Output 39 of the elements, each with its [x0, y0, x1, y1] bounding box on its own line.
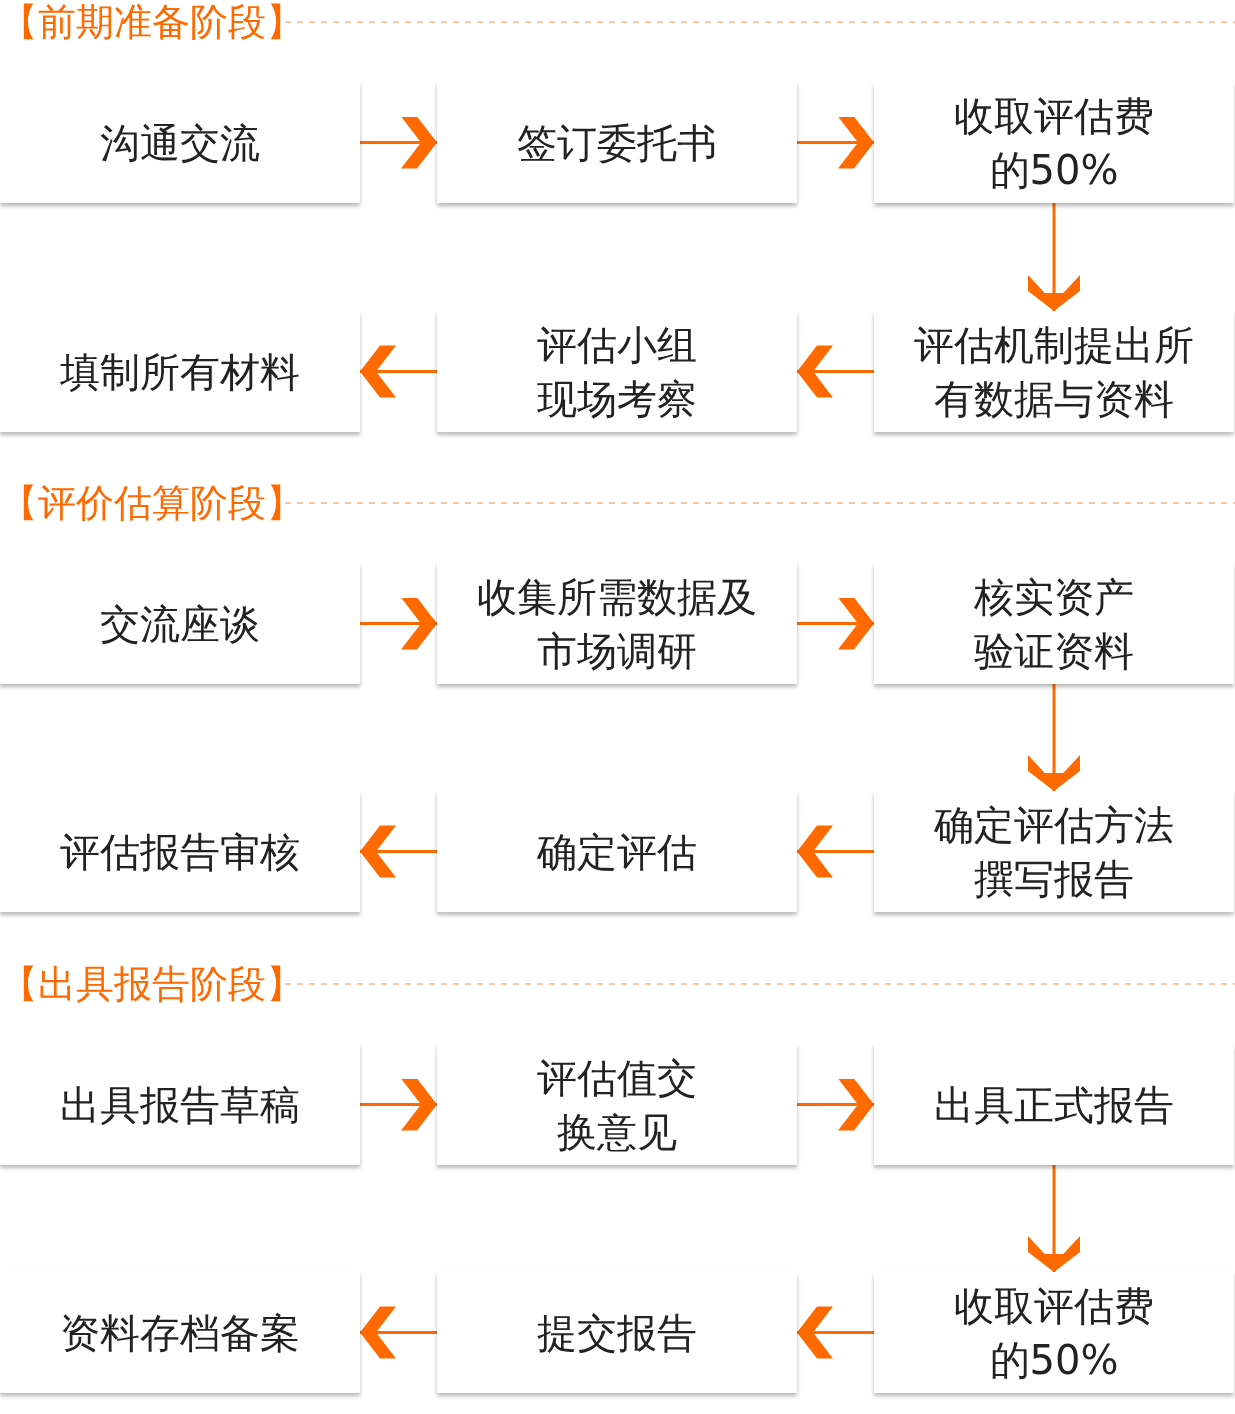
- step-text: 资料存档备案: [60, 1308, 300, 1358]
- phase-heading: 【出具报告阶段】: [0, 962, 304, 1006]
- process-box: [874, 1044, 1234, 1165]
- step-text: 收取评估费的50%: [953, 1281, 1155, 1385]
- process-box: [874, 311, 1234, 432]
- step-text: 收取评估费的50%: [953, 91, 1155, 195]
- step-text: 交流座谈: [100, 599, 260, 649]
- step-text: 填制所有材料: [60, 347, 300, 397]
- process-box: [874, 791, 1234, 912]
- phase-heading: 【前期准备阶段】: [0, 0, 304, 44]
- process-box: [874, 563, 1234, 684]
- process-box: [0, 791, 360, 912]
- process-box: [0, 311, 360, 432]
- step-text: 签订委托书: [517, 118, 717, 168]
- process-box: [874, 82, 1234, 203]
- process-box: [0, 563, 360, 684]
- process-box: [0, 1044, 360, 1165]
- step-text: 核实资产验证资料: [973, 572, 1135, 676]
- process-box: [437, 1044, 797, 1165]
- step-text: 评估小组现场考察: [536, 320, 698, 424]
- step-text: 确定评估方法撰写报告: [933, 800, 1175, 904]
- step-text: 出具报告草稿: [60, 1080, 300, 1130]
- step-text: 评估值交换意见: [536, 1053, 698, 1157]
- step-text: 收集所需数据及市场调研: [476, 572, 758, 676]
- process-box: [437, 791, 797, 912]
- process-box: [0, 82, 360, 203]
- step-text: 出具正式报告: [934, 1080, 1174, 1130]
- process-box: [437, 563, 797, 684]
- step-text: 评估机制提出所有数据与资料: [913, 320, 1195, 424]
- process-box: [437, 1272, 797, 1393]
- phase-heading: 【评价估算阶段】: [0, 481, 304, 525]
- step-text: 评估报告审核: [60, 827, 300, 877]
- process-box: [0, 1272, 360, 1393]
- step-text: 确定评估: [537, 827, 697, 877]
- process-box: [437, 311, 797, 432]
- step-text: 提交报告: [537, 1308, 697, 1358]
- process-box: [874, 1272, 1234, 1393]
- process-box: [437, 82, 797, 203]
- step-text: 沟通交流: [100, 118, 260, 168]
